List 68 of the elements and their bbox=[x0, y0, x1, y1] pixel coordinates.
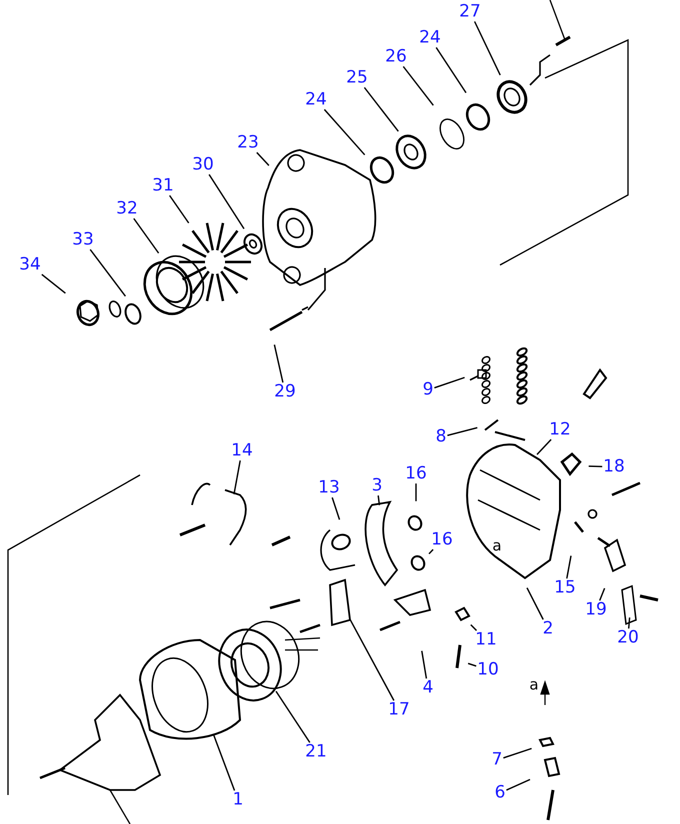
leader-line bbox=[474, 21, 501, 76]
callout-number: 34 bbox=[18, 256, 42, 274]
leader-line bbox=[402, 66, 434, 106]
callout-number: 21 bbox=[304, 742, 328, 762]
callout-number: 18 bbox=[602, 458, 626, 476]
callout-number: 1 bbox=[232, 790, 244, 810]
leader-line bbox=[588, 466, 602, 468]
leader-line bbox=[526, 587, 544, 620]
leader-line bbox=[332, 497, 340, 520]
leader-line bbox=[536, 439, 552, 455]
leader-line bbox=[436, 47, 467, 94]
leader-line bbox=[41, 274, 66, 294]
leader-line bbox=[350, 619, 395, 701]
callout-number: 31 bbox=[151, 176, 175, 196]
reference-letter: a bbox=[492, 538, 502, 554]
callout-number: 4 bbox=[422, 678, 434, 698]
leader-line bbox=[378, 495, 380, 506]
leader-line bbox=[628, 617, 630, 629]
leader-line bbox=[506, 778, 530, 791]
leader-line bbox=[421, 650, 428, 679]
callout-number: 27 bbox=[458, 2, 482, 22]
leader-line bbox=[324, 109, 366, 156]
leader-line bbox=[90, 249, 126, 297]
callout-number: 2 bbox=[542, 620, 554, 638]
callout-number: 19 bbox=[584, 600, 608, 620]
leader-line bbox=[256, 152, 270, 166]
callout-number: 16 bbox=[430, 530, 454, 550]
callout-number: 8 bbox=[434, 428, 448, 446]
callout-number: 17 bbox=[387, 700, 411, 720]
callout-number: 14 bbox=[230, 442, 254, 460]
callout-number: 16 bbox=[404, 464, 428, 484]
callout-number: 33 bbox=[71, 230, 95, 250]
callout-number: 6 bbox=[494, 784, 506, 802]
leader-line bbox=[133, 218, 160, 254]
callout-number: 20 bbox=[616, 628, 640, 648]
leader-line bbox=[566, 556, 572, 579]
leader-line bbox=[415, 484, 417, 502]
callout-number: 23 bbox=[236, 134, 260, 152]
leader-line bbox=[169, 195, 190, 224]
callout-number: 15 bbox=[553, 578, 577, 598]
callout-number: 11 bbox=[474, 630, 498, 650]
callout-number: 24 bbox=[304, 90, 328, 110]
leader-line bbox=[275, 690, 310, 743]
callout-number: 10 bbox=[476, 660, 500, 680]
callout-number: 25 bbox=[345, 68, 369, 88]
leader-line bbox=[364, 87, 399, 132]
callout-number: 24 bbox=[418, 28, 442, 48]
callout-number: 26 bbox=[384, 48, 408, 66]
callout-number: 29 bbox=[273, 382, 297, 402]
leader-line bbox=[468, 662, 476, 667]
callout-number: 32 bbox=[115, 200, 139, 218]
leader-line bbox=[233, 460, 241, 494]
leader-line bbox=[208, 174, 245, 230]
callout-number: 9 bbox=[422, 380, 434, 400]
callout-number: 13 bbox=[317, 478, 341, 498]
leader-line bbox=[428, 549, 434, 554]
callout-number: 12 bbox=[548, 420, 572, 440]
leader-line bbox=[434, 376, 465, 388]
callout-number: 7 bbox=[490, 750, 504, 770]
leader-line bbox=[274, 344, 284, 383]
leader-line bbox=[447, 427, 478, 436]
leader-line bbox=[470, 624, 477, 631]
leader-line bbox=[503, 748, 532, 759]
callout-number: 3 bbox=[370, 476, 384, 496]
leader-line bbox=[599, 588, 606, 601]
reference-letter: a bbox=[529, 678, 539, 692]
callout-number: 30 bbox=[191, 156, 215, 174]
leader-line bbox=[213, 735, 236, 791]
